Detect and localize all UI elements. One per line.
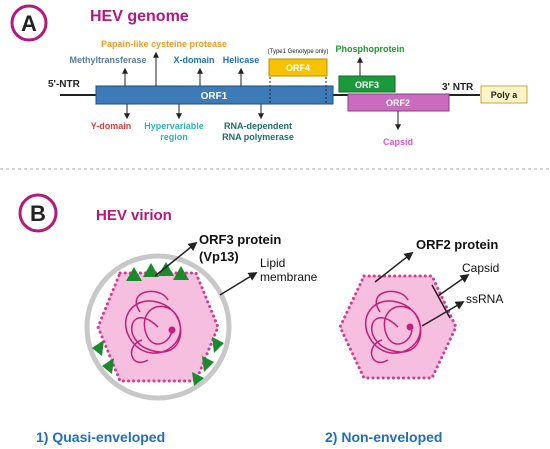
- quasi-rna-coil: [124, 290, 182, 363]
- naked-rna-coil: [364, 290, 422, 363]
- orf2-label: ORF2: [386, 98, 410, 108]
- orf3-protein-label-2: (Vp13): [199, 249, 239, 264]
- orf4-label: ORF4: [286, 63, 310, 73]
- orf3-protein-triangle: [173, 266, 189, 280]
- non-enveloped-virion: [338, 274, 458, 380]
- naked-rna-end: [406, 323, 414, 331]
- phosphoprotein-label: Phosphoprotein: [336, 44, 405, 54]
- section-b-badge-letter: B: [30, 201, 46, 226]
- orf2-protein-label: ORF2 protein: [416, 237, 498, 252]
- orf3-protein-triangle: [92, 340, 104, 356]
- helicase-label: Helicase: [223, 55, 260, 65]
- section-a-badge: [10, 4, 48, 42]
- non-enveloped-label: 2) Non-enveloped: [325, 429, 442, 445]
- orf3-protein-triangle: [212, 337, 224, 353]
- capsid-gene-label: Capsid: [383, 137, 413, 147]
- orf2-protein-arrow: [374, 251, 414, 283]
- orf1-bar: [95, 85, 334, 105]
- polya-label: Poly a: [491, 90, 519, 100]
- ssrna-arrow: [421, 301, 465, 327]
- virion-title: HEV virion: [96, 207, 172, 224]
- genome-title: HEV genome: [90, 8, 189, 25]
- lipid-label-1: Lipid: [260, 256, 285, 270]
- quasi-rna-end: [168, 326, 176, 334]
- lipid-membrane-arrow: [219, 272, 258, 296]
- section-b: B HEV virion ORF3 protein (Vp13) Lipid m…: [18, 193, 503, 445]
- ssrna-label: ssRNA: [466, 292, 503, 306]
- papain-label: Papain-like cysteine protease: [101, 39, 227, 49]
- section-a-badge-letter: A: [21, 11, 37, 36]
- orf3-protein-triangle: [192, 372, 204, 386]
- capsid-bracket: [431, 284, 451, 319]
- xdomain-label: X-domain: [173, 55, 214, 65]
- orf4-note: (Type1 Genotype only): [268, 49, 329, 55]
- ydomain-label: Y-domain: [91, 121, 132, 131]
- rdrp-label-1: RNA-dependent: [224, 121, 292, 131]
- orf3-protein-triangle: [126, 267, 142, 281]
- capsid-arrow: [437, 273, 470, 297]
- capsid-label: Capsid: [462, 261, 499, 275]
- orf4-bar: [268, 58, 328, 77]
- orf3-label: ORF3: [355, 80, 379, 90]
- quasi-enveloped-virion: [84, 253, 232, 401]
- hypervariable-label-2: region: [160, 132, 188, 142]
- lipid-label-2: membrane: [260, 270, 318, 284]
- quasi-enveloped-label: 1) Quasi-enveloped: [36, 429, 165, 445]
- rdrp-label-2: RNA polymerase: [222, 132, 294, 142]
- polya-box: [480, 85, 528, 104]
- orf1-label: ORF1: [201, 91, 228, 102]
- methyltransferase-label: Methyltransferase: [69, 55, 146, 65]
- ntr3-label: 3' NTR: [442, 82, 474, 93]
- orf3-bar: [338, 75, 396, 93]
- orf3-protein-triangle: [143, 263, 159, 277]
- orf3-protein-label-1: ORF3 protein: [199, 232, 281, 247]
- orf3-protein-arrow: [154, 241, 198, 277]
- hypervariable-label-1: Hypervariable: [144, 121, 204, 131]
- section-a: A HEV genome 5'-NTR 3' NTR ORF1 ORF4 (Ty…: [10, 4, 528, 147]
- orf3-protein-triangle: [158, 262, 174, 276]
- ntr5-label: 5'-NTR: [48, 79, 81, 90]
- section-b-badge: [18, 193, 58, 233]
- orf3-protein-triangle: [102, 358, 114, 374]
- orf3-protein-triangle: [202, 356, 214, 372]
